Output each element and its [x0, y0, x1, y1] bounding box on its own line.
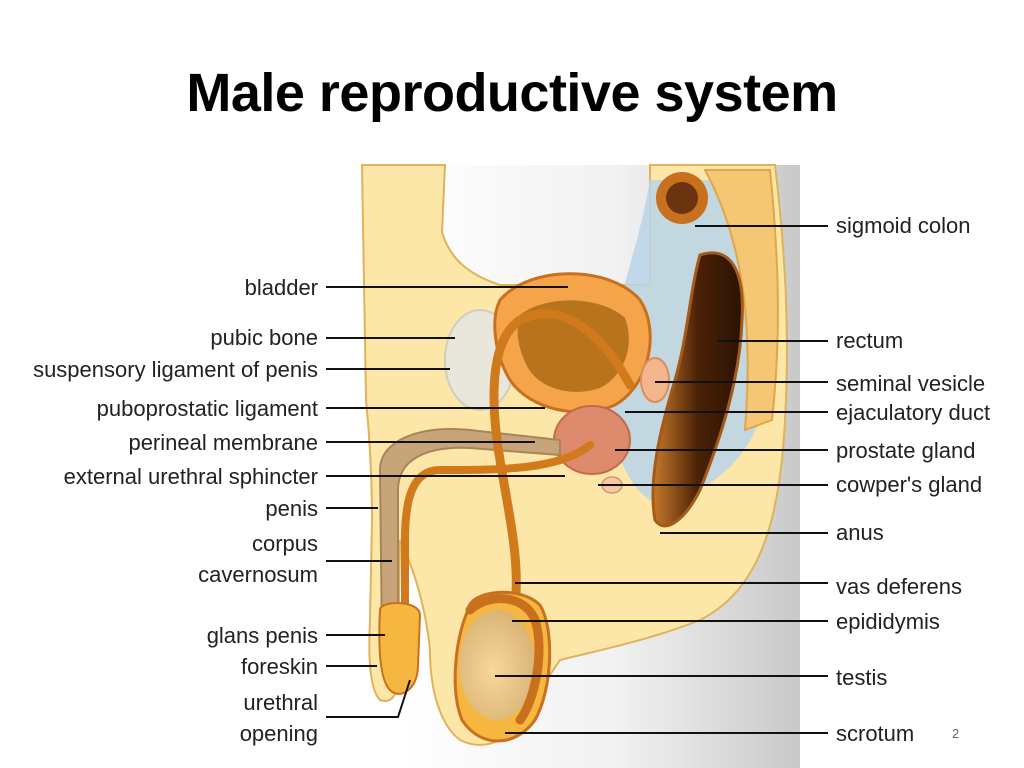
label-cavernosum: cavernosum	[198, 562, 318, 587]
vas-deferens-path	[489, 309, 635, 615]
rectum-shape	[651, 251, 744, 528]
label-scrotum: scrotum	[836, 721, 914, 746]
label-bladder: bladder	[245, 275, 318, 300]
label-foreskin: foreskin	[241, 654, 318, 679]
right-labels: sigmoid colon rectum seminal vesicle eja…	[836, 213, 990, 746]
left-labels: bladder pubic bone suspensory ligament o…	[33, 275, 318, 746]
label-puboprostatic-ligament: puboprostatic ligament	[97, 396, 318, 421]
label-external-urethral-sphincter: external urethral sphincter	[64, 464, 318, 489]
label-cowpers-gland: cowper's gland	[836, 472, 982, 497]
label-urethral: urethral	[243, 690, 318, 715]
label-seminal-vesicle: seminal vesicle	[836, 371, 985, 396]
testis-shape	[459, 610, 535, 720]
label-corpus: corpus	[252, 531, 318, 556]
label-vas-deferens: vas deferens	[836, 574, 962, 599]
left-leader-lines	[326, 286, 568, 718]
glans-shape	[378, 602, 422, 695]
label-rectum: rectum	[836, 328, 903, 353]
sacrum	[703, 169, 779, 432]
right-leader-lines	[495, 225, 828, 734]
label-prostate-gland: prostate gland	[836, 438, 975, 463]
label-perineal-membrane: perineal membrane	[128, 430, 318, 455]
page-number: 2	[952, 726, 960, 741]
sigmoid-colon-lumen	[666, 182, 698, 214]
label-pubic-bone: pubic bone	[210, 325, 318, 350]
urethra-path	[401, 441, 594, 684]
slide-title: Male reproductive system	[186, 63, 838, 123]
label-suspensory-ligament: suspensory ligament of penis	[33, 357, 318, 382]
label-opening: opening	[240, 721, 318, 746]
seminal-vesicle-shape	[640, 357, 670, 403]
label-anus: anus	[836, 520, 884, 545]
label-glans-penis: glans penis	[207, 623, 318, 648]
prostate-shape	[553, 405, 631, 475]
bladder-lumen	[517, 300, 629, 392]
label-testis: testis	[836, 665, 887, 690]
label-epididymis: epididymis	[836, 609, 940, 634]
label-ejaculatory-duct: ejaculatory duct	[836, 400, 990, 425]
label-penis: penis	[265, 496, 318, 521]
label-sigmoid-colon: sigmoid colon	[836, 213, 971, 238]
